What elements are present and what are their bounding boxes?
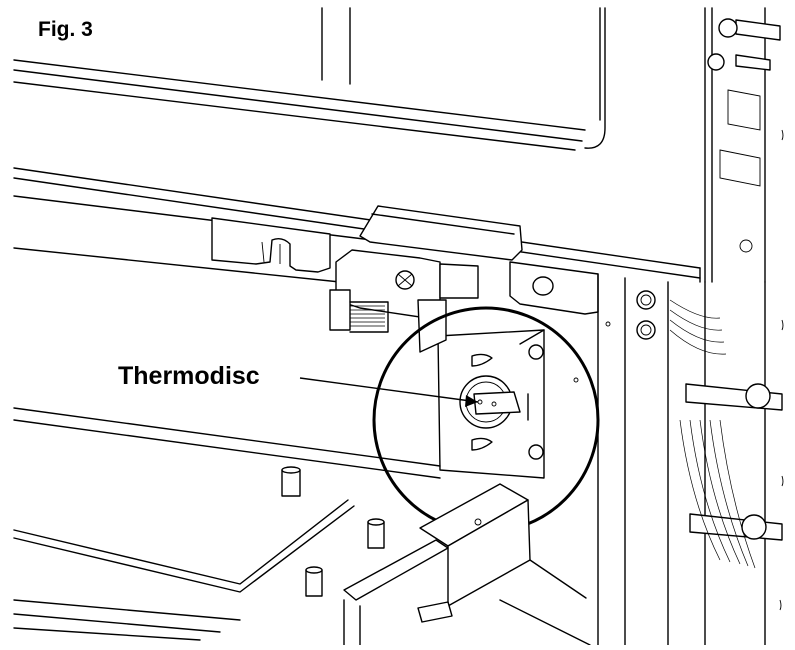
frame-plate — [573, 273, 669, 646]
figure-label: Fig. 3 — [38, 18, 93, 41]
lower-tray — [13, 407, 441, 641]
frame-rail — [13, 167, 701, 283]
rail-end — [509, 261, 599, 315]
slotted-bracket — [211, 217, 331, 273]
angle-bracket — [343, 483, 591, 646]
coil-spring — [329, 289, 389, 333]
thermodisc-callout-label: Thermodisc — [118, 362, 260, 390]
top-panel — [13, 7, 606, 151]
side-column — [669, 7, 784, 646]
thermodisc — [459, 375, 521, 429]
leader-arrow — [299, 377, 479, 407]
